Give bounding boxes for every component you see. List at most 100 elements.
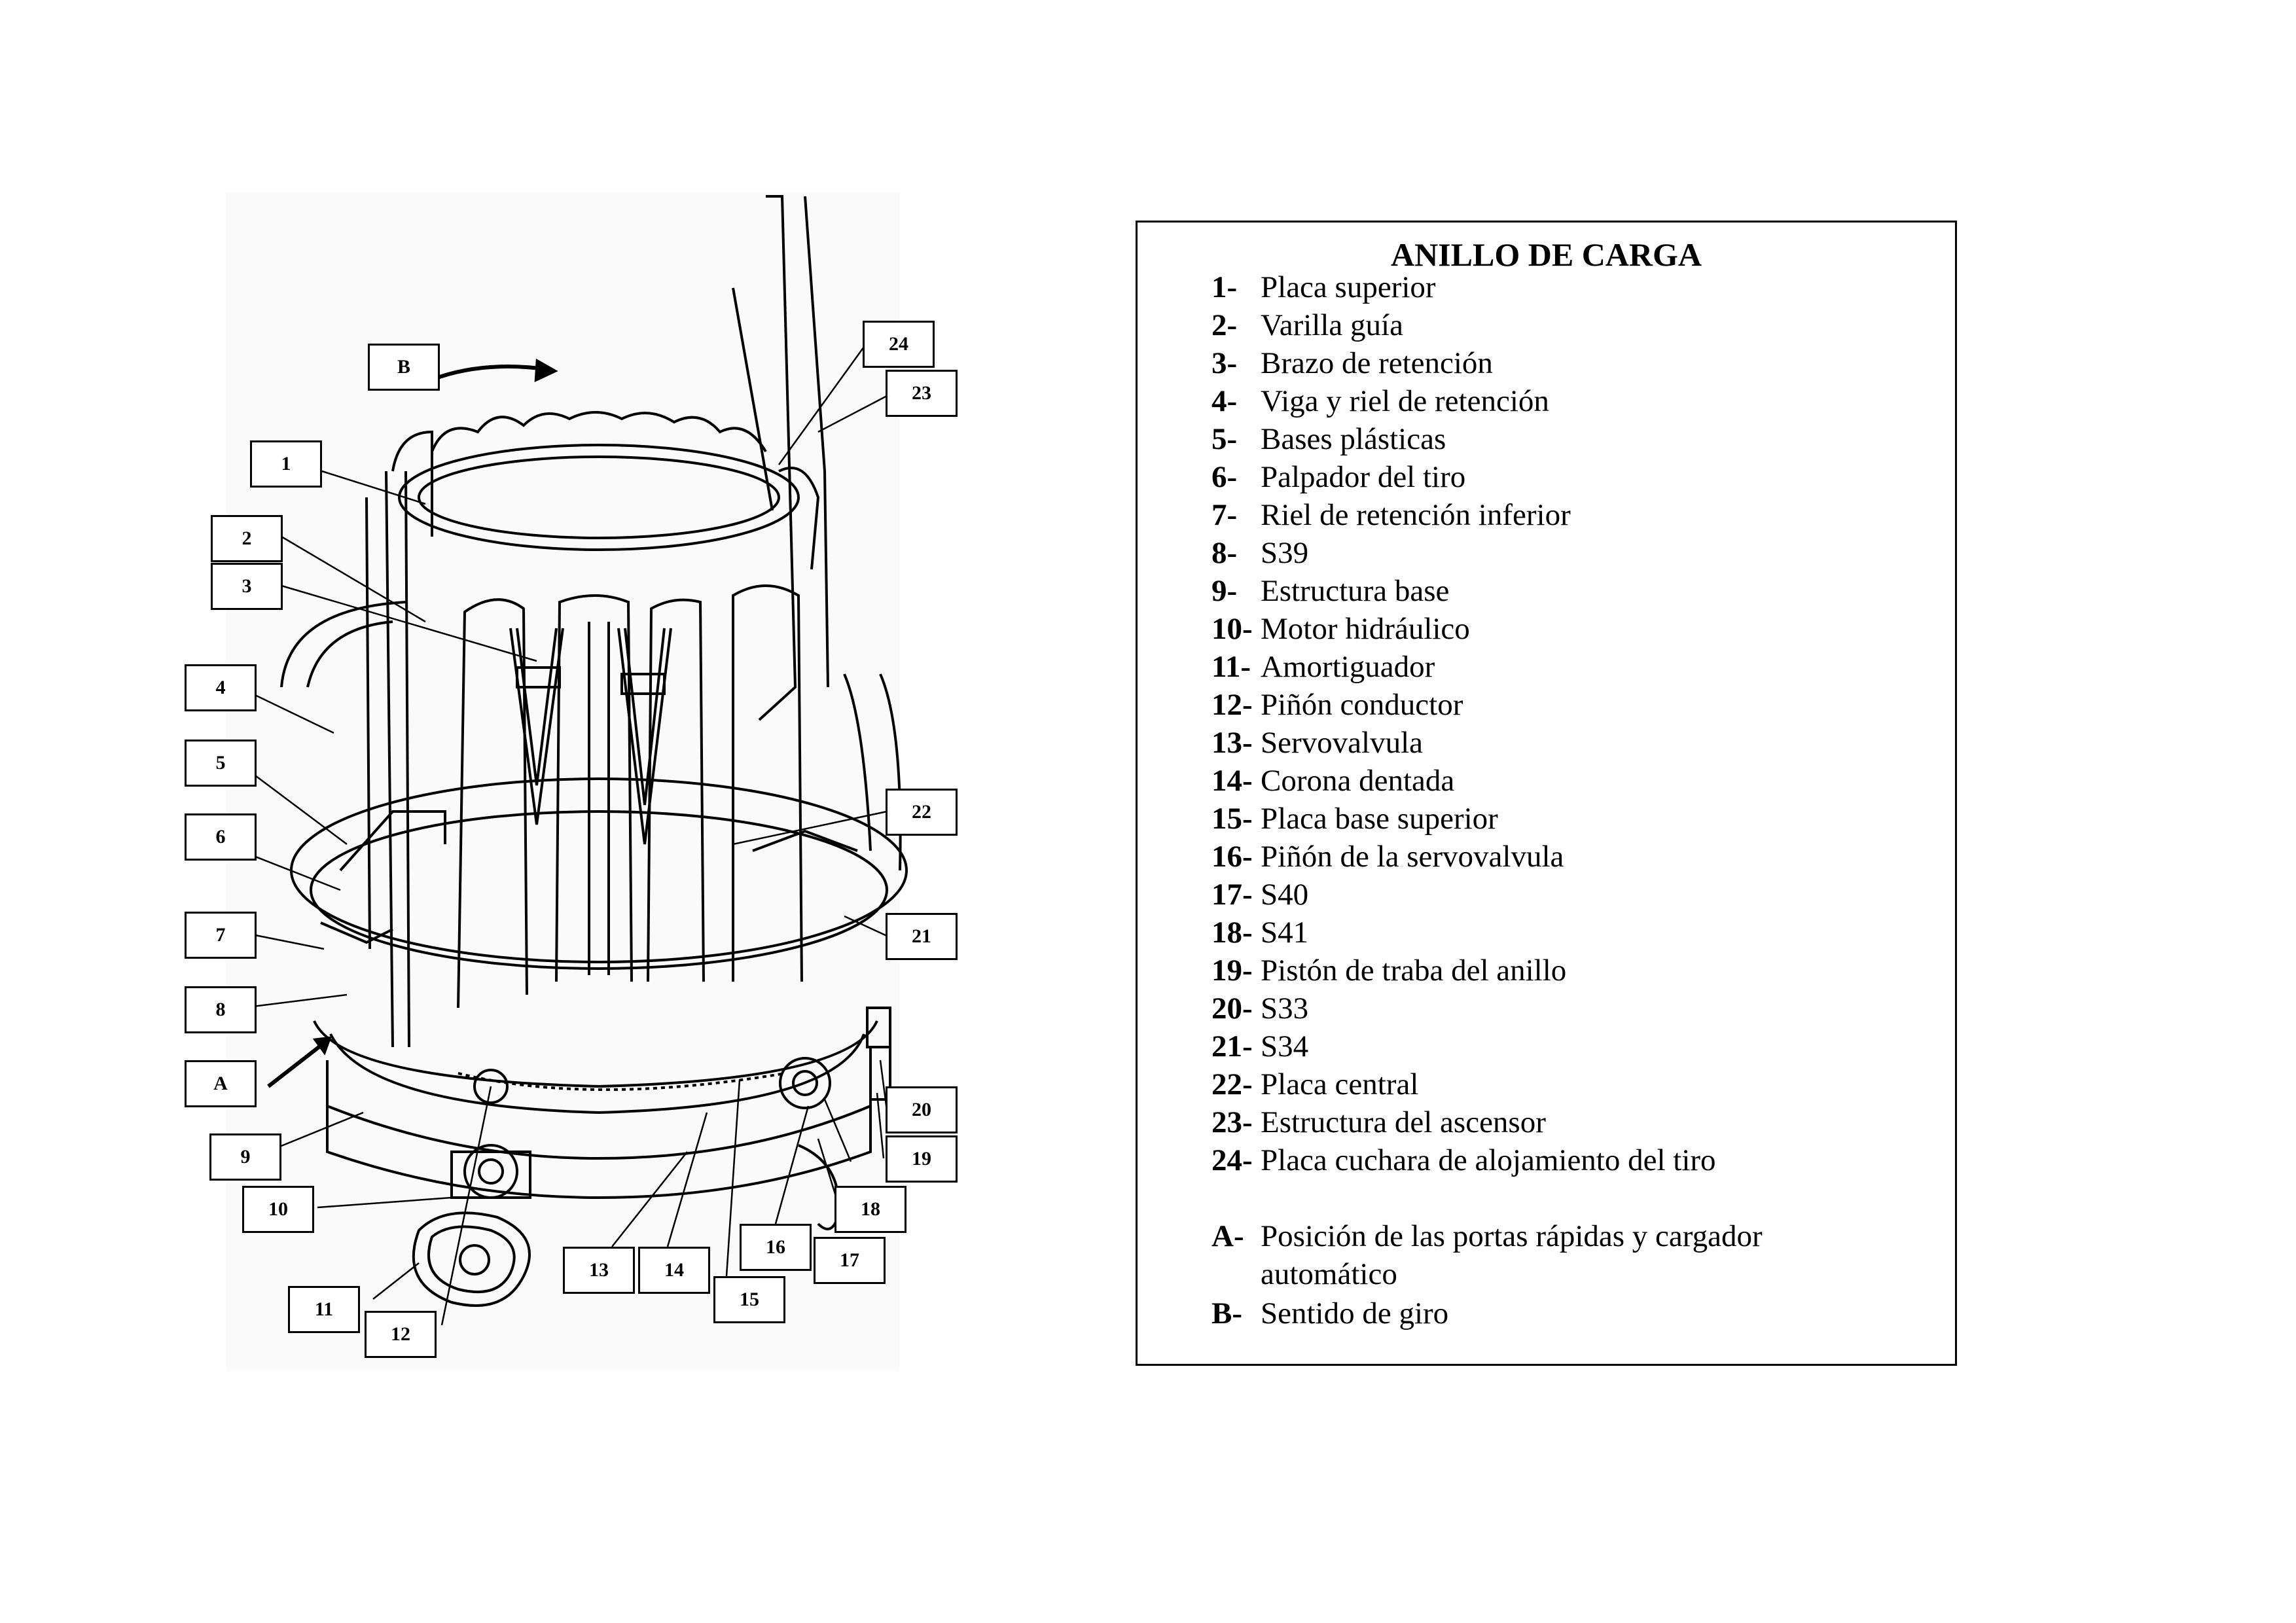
legend-item-number: A- [1211,1219,1244,1253]
legend-item-text: Estructura base [1261,574,1450,608]
legend-item-number: 22- [1211,1067,1253,1101]
legend-item-number: 24- [1211,1143,1253,1177]
legend-item-number: 21- [1211,1029,1253,1063]
callout-8: 8 [185,986,257,1033]
legend-item-text: Varilla guía [1261,308,1403,342]
callout-16: 16 [740,1224,812,1271]
legend-item-24: 24-Placa cuchara de alojamiento del tiro [1211,1141,1716,1179]
legend-item-text: Placa superior [1261,270,1436,304]
legend-item-text: Posición de las portas rápidas y cargado… [1261,1219,1763,1253]
callout-18: 18 [834,1186,906,1233]
legend-item-4: 4- Viga y riel de retención [1211,382,1549,420]
legend-item-text: Sentido de giro [1261,1296,1449,1330]
legend-item-text: Piñón conductor [1261,688,1463,722]
legend-item-text: Palpador del tiro [1261,460,1466,494]
legend-box: ANILLO DE CARGA 1- Placa superior 2- Varil… [1136,221,1957,1366]
legend-item-number: 20- [1211,991,1253,1026]
legend-item-number: 12- [1211,688,1253,722]
callout-24: 24 [863,321,935,368]
legend-item-number: 11- [1211,650,1251,684]
legend-item-text: Motor hidráulico [1261,612,1470,646]
legend-item-text: S33 [1261,991,1309,1026]
legend-item-10: 10-Motor hidráulico [1211,610,1470,648]
legend-item-number: 17- [1211,878,1253,912]
callout-15: 15 [713,1276,785,1323]
legend-item-number: 1- [1211,270,1238,304]
legend-item-5: 5- Bases plásticas [1211,420,1446,458]
legend-item-text: Servovalvula [1261,726,1423,760]
legend-item-number: 4- [1211,384,1238,418]
callout-20: 20 [886,1086,958,1133]
legend-item-14: 14-Corona dentada [1211,762,1454,800]
legend-item-number: 10- [1211,612,1253,646]
legend-item-text: S40 [1261,878,1309,912]
legend-item-text: Pistón de traba del anillo [1261,954,1567,988]
legend-item-17: 17-S40 [1211,876,1308,914]
callout-9: 9 [209,1133,281,1181]
legend-item-6: 6-Palpador del tiro [1211,458,1465,496]
legend-item-number: 7- [1211,498,1238,532]
legend-item-19: 19-Pistón de traba del anillo [1211,952,1566,990]
legend-item-text: Placa cuchara de alojamiento del tiro [1261,1143,1716,1177]
legend-item-15: 15-Placa base superior [1211,800,1498,838]
legend-item-18: 18-S41 [1211,914,1308,952]
legend-item-20: 20-S33 [1211,990,1308,1027]
legend-item-text: Amortiguador [1261,650,1435,684]
legend-item-number: 8- [1211,536,1238,570]
legend-item-text: Placa base superior [1261,802,1498,836]
legend-item-text: Placa central [1261,1067,1419,1101]
callout-A: A [185,1060,257,1107]
legend-item-text: Viga y riel de retención [1261,384,1549,418]
legend-item-number: 2- [1211,308,1238,342]
callout-3: 3 [211,563,283,610]
callout-13: 13 [563,1247,635,1294]
callout-10: 10 [242,1186,314,1233]
legend-item-A-continuation: automático [1261,1257,1397,1291]
legend-item-number: 13- [1211,726,1253,760]
legend-item-3: 3- Brazo de retención [1211,344,1493,382]
legend-item-21: 21-S34 [1211,1027,1308,1065]
legend-item-23: 23-Estructura del ascensor [1211,1103,1546,1141]
legend-title: ANILLO DE CARGA [1390,236,1702,273]
callout-11: 11 [288,1286,360,1333]
callout-12: 12 [365,1311,437,1358]
legend-item-number: 19- [1211,954,1253,988]
callout-7: 7 [185,912,257,959]
legend-item-11: 11- Amortiguador [1211,648,1435,686]
legend-item-9: 9- Estructura base [1211,572,1449,610]
callout-14: 14 [638,1247,710,1294]
legend-item-text: S34 [1261,1029,1309,1063]
legend-item-number: 23- [1211,1105,1253,1139]
legend-item-number: 3- [1211,346,1238,380]
callout-6: 6 [185,813,257,861]
callout-21: 21 [886,913,958,960]
legend-item-8: 8- S39 [1211,534,1308,572]
legend-item-2: 2- Varilla guía [1211,306,1403,344]
legend-item-number: 14- [1211,764,1253,798]
callout-2: 2 [211,515,283,562]
legend-item-text: Brazo de retención [1261,346,1493,380]
legend-item-text: Bases plásticas [1261,422,1446,456]
legend-item-text: Piñón de la servovalvula [1261,840,1564,874]
legend-item-A: A- Posición de las portas rápidas y carga… [1211,1217,1763,1255]
callout-4: 4 [185,664,257,711]
callout-19: 19 [886,1135,958,1183]
legend-item-1: 1- Placa superior [1211,268,1436,306]
callout-1: 1 [250,440,322,488]
legend-item-text: S39 [1261,536,1309,570]
legend-item-text: S41 [1261,916,1309,950]
callout-23: 23 [886,370,958,417]
legend-item-number: 18- [1211,916,1253,950]
legend-item-7: 7- Riel de retención inferior [1211,496,1571,534]
legend-item-number: 9- [1211,574,1238,608]
legend-item-22: 22-Placa central [1211,1065,1418,1103]
legend-item-B: B- Sentido de giro [1211,1294,1448,1332]
legend-item-number: 15- [1211,802,1253,836]
legend-item-text: Riel de retención inferior [1261,498,1571,532]
legend-item-number: B- [1211,1296,1242,1330]
legend-item-13: 13-Servovalvula [1211,724,1423,762]
legend-item-16: 16-Piñón de la servovalvula [1211,838,1564,876]
legend-item-number: 5- [1211,422,1238,456]
callout-B: B [368,344,440,391]
